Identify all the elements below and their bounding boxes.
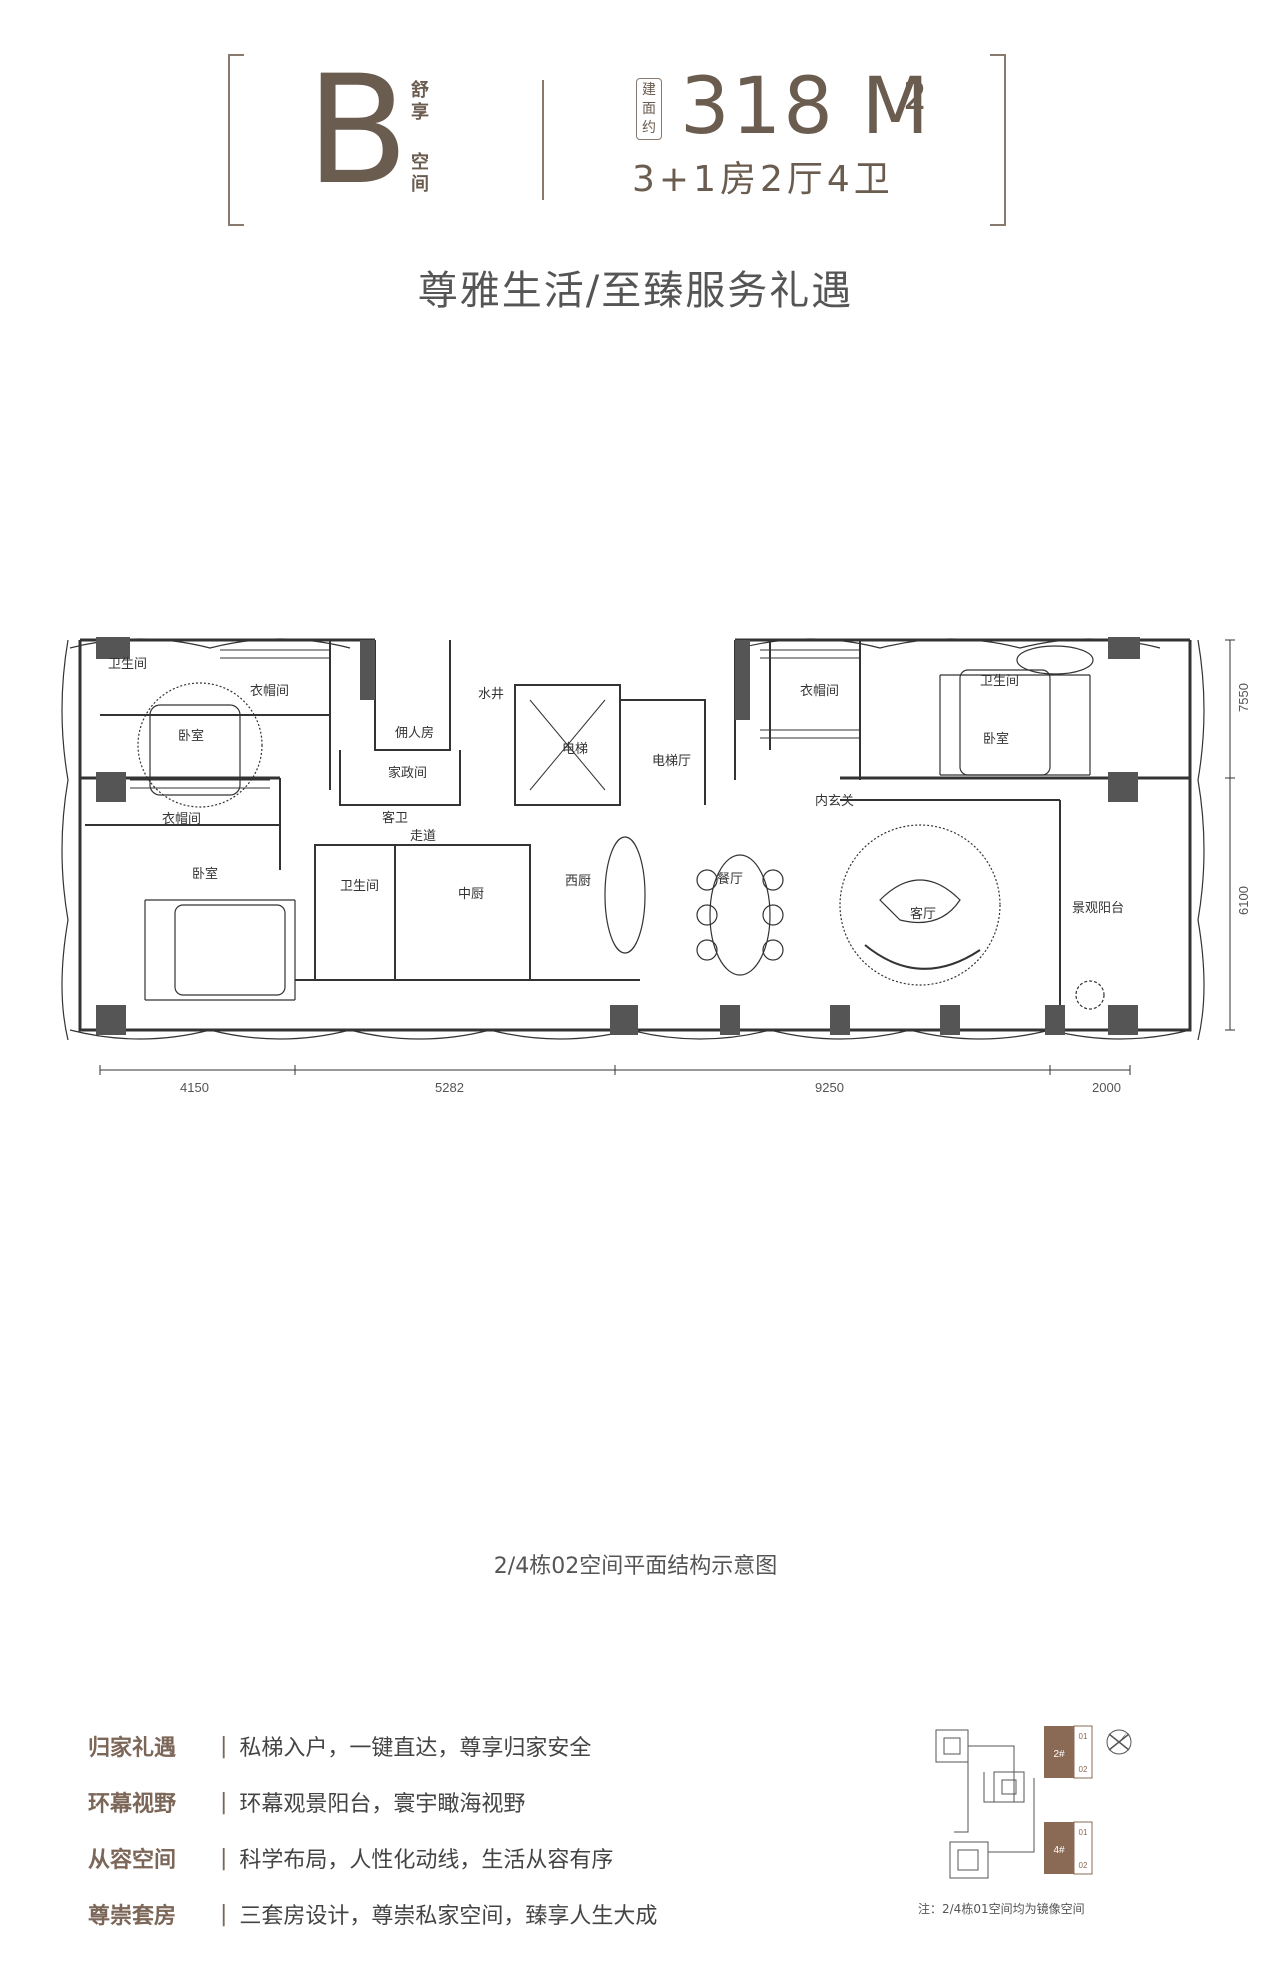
room-closet-w: 衣帽间: [162, 811, 201, 827]
feature-text: 私梯入户，一键直达，尊享归家安全: [239, 1736, 592, 1761]
building-4-label: 4#: [1053, 1845, 1065, 1856]
feature-separator: |: [220, 1901, 228, 1927]
room-closet-ne: 衣帽间: [800, 683, 839, 699]
svg-text:01: 01: [1079, 1732, 1088, 1741]
unit-type-letter: B: [306, 44, 409, 218]
svg-text:02: 02: [1079, 1861, 1088, 1870]
feature-list: 归家礼遇 | 私梯入户，一键直达，尊享归家安全 环幕视野 | 环幕观景阳台，寰宇…: [88, 1718, 657, 1942]
room-servant: 佣人房: [395, 725, 434, 741]
building-2-label: 2#: [1053, 1749, 1065, 1760]
feature-item: 环幕视野 | 环幕观景阳台，寰宇瞰海视野: [88, 1774, 657, 1830]
room-water-well: 水井: [478, 687, 504, 702]
feature-title: 尊崇套房: [88, 1904, 177, 1929]
feature-separator: |: [220, 1789, 228, 1815]
room-bedroom-ne: 卧室: [983, 731, 1009, 747]
feature-separator: |: [220, 1733, 228, 1759]
room-inner-foyer: 内玄关: [815, 793, 854, 809]
dining-table: [709, 854, 771, 976]
room-elevator: 电梯: [562, 742, 588, 757]
tag-bottom: 空 间: [411, 152, 429, 195]
room-bath-sw: 卫生间: [340, 879, 379, 894]
room-guest-bath: 客卫: [382, 810, 408, 826]
feature-title: 从容空间: [88, 1848, 177, 1873]
compass-icon: [1106, 1729, 1132, 1755]
key-plan-note: 注：2/4栋01空间均为镜像空间: [918, 1902, 1085, 1916]
feature-separator: |: [220, 1845, 228, 1871]
dim-bottom-3: 9250: [815, 1080, 844, 1095]
room-bath-ne: 卫生间: [980, 674, 1019, 689]
header-bracket-left: [228, 54, 244, 226]
room-bedroom-nw: 卧室: [178, 728, 204, 744]
dim-bottom-4: 2000: [1092, 1080, 1121, 1095]
room-closet-nw: 衣帽间: [250, 683, 289, 699]
feature-text: 三套房设计，尊崇私家空间，臻享人生大成: [239, 1904, 658, 1929]
svg-text:01: 01: [1079, 1828, 1088, 1837]
dim-right-2: 6100: [1236, 886, 1251, 915]
site-key-plan: 2# 01 02 4# 01 02: [935, 1725, 1132, 1879]
plan-caption: 2/4栋02空间平面结构示意图: [493, 1554, 778, 1579]
building-4: 4# 01 02: [1044, 1821, 1093, 1875]
room-configuration: 3+1房2厅4卫: [632, 159, 894, 200]
building-2: 2# 01 02: [1044, 1725, 1093, 1779]
slogan: 尊雅生活/至臻服务礼遇: [417, 268, 854, 314]
area-superscript: 2: [903, 74, 928, 118]
tag-top: 舒 享: [411, 80, 429, 123]
area-tag: 建 面 约: [636, 78, 662, 140]
bed-sw: [174, 904, 286, 996]
feature-title: 归家礼遇: [88, 1736, 177, 1761]
room-living: 客厅: [910, 906, 936, 922]
header-divider: [542, 80, 544, 200]
header-bracket-right: [990, 54, 1006, 226]
dim-bottom-1: 4150: [180, 1080, 209, 1095]
room-bedroom-sw: 卧室: [192, 866, 218, 882]
room-view-balcony: 景观阳台: [1072, 901, 1124, 916]
room-western-kitchen: 西厨: [565, 874, 591, 889]
living-rug: [839, 824, 1001, 986]
feature-text: 环幕观景阳台，寰宇瞰海视野: [239, 1792, 526, 1817]
svg-text:02: 02: [1079, 1765, 1088, 1774]
bed-nw: [149, 704, 241, 796]
room-chinese-kitchen: 中厨: [458, 887, 484, 902]
area-value: 318 M: [680, 62, 931, 152]
dim-bottom-2: 5282: [435, 1080, 464, 1095]
floor-plan: 卫生间 衣帽间 佣人房 水井 卧室 家政间 客卫 电梯 电梯厅 衣帽间 卫生间 …: [61, 637, 1251, 1095]
feature-text: 科学布局，人性化动线，生活从容有序: [239, 1848, 614, 1873]
feature-item: 尊崇套房 | 三套房设计，尊崇私家空间，臻享人生大成: [88, 1886, 657, 1942]
feature-item: 归家礼遇 | 私梯入户，一键直达，尊享归家安全: [88, 1718, 657, 1774]
room-dining: 餐厅: [717, 871, 743, 887]
feature-title: 环幕视野: [88, 1792, 177, 1817]
room-elevator-hall: 电梯厅: [652, 754, 691, 769]
feature-item: 从容空间 | 科学布局，人性化动线，生活从容有序: [88, 1830, 657, 1886]
room-housekeeping: 家政间: [388, 765, 427, 781]
room-corridor: 走道: [410, 829, 436, 844]
dim-right-1: 7550: [1236, 683, 1251, 712]
room-bath-nw: 卫生间: [108, 657, 147, 672]
